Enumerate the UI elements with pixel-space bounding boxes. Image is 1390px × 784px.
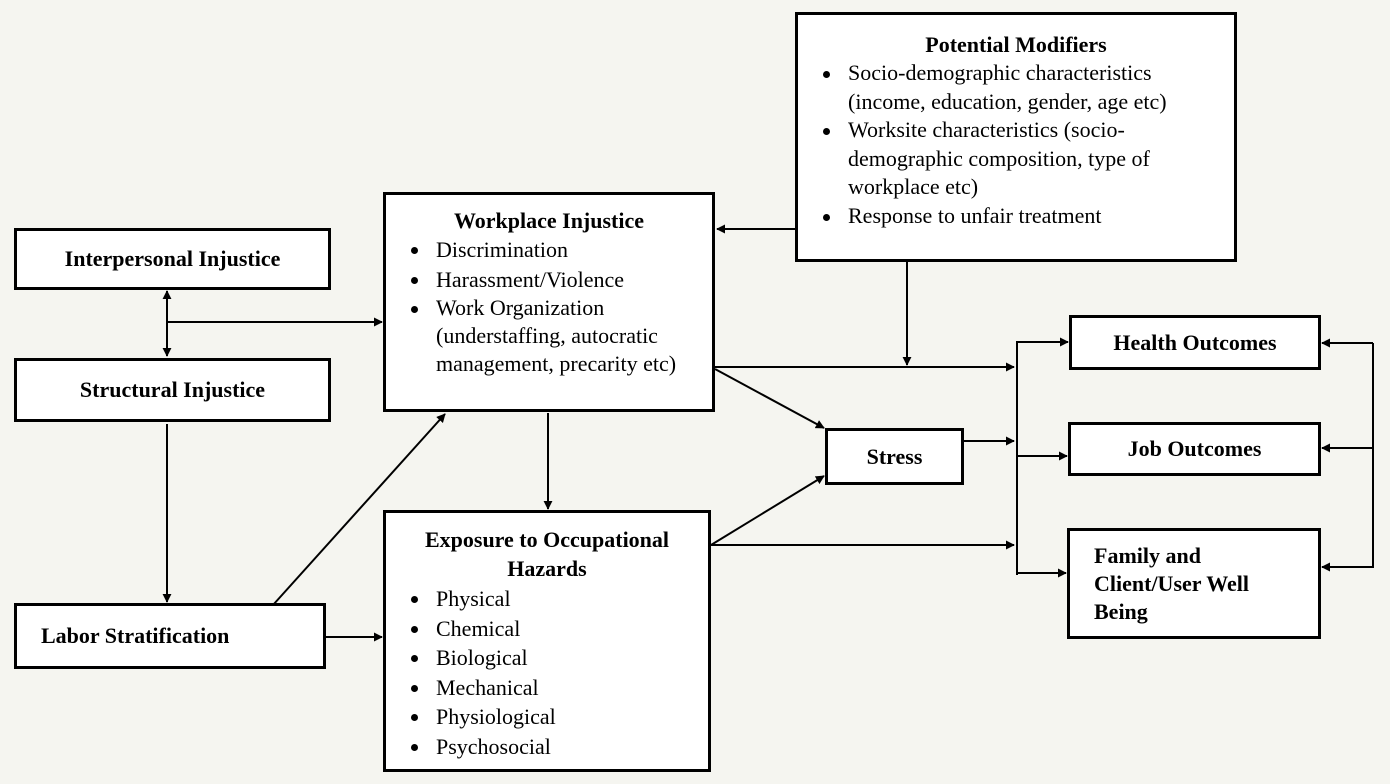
exposure-hazards-title: Exposure to Occupational Hazards xyxy=(424,527,670,581)
potential-modifiers-box: Potential Modifiers Socio-demographic ch… xyxy=(795,12,1237,262)
workplace-injustice-title: Workplace Injustice xyxy=(453,208,645,233)
hazard-item: Chemical xyxy=(386,614,708,644)
workplace-injustice-box: Workplace Injustice Discrimination Haras… xyxy=(383,192,715,412)
modifier-item: Socio-demographic characteristics (incom… xyxy=(798,59,1194,116)
modifier-item: Response to unfair treatment xyxy=(798,202,1194,231)
stress-box: Stress xyxy=(825,428,964,485)
hazard-item: Psychosocial xyxy=(386,732,708,762)
structural-injustice-box: Structural Injustice xyxy=(14,358,331,422)
stress-label: Stress xyxy=(866,443,923,469)
potential-modifiers-title: Potential Modifiers xyxy=(925,32,1107,57)
family-wellbeing-label: Family and Client/User Well Being xyxy=(1094,542,1250,624)
interpersonal-injustice-label: Interpersonal Injustice xyxy=(64,246,281,271)
arrow-exposure-to-stress xyxy=(710,475,825,546)
family-wellbeing-box: Family and Client/User Well Being xyxy=(1067,528,1321,639)
health-outcomes-label: Health Outcomes xyxy=(1113,329,1277,355)
workplace-item: Work Organization (understaffing, autocr… xyxy=(386,294,686,378)
arrow-workplace-to-stress xyxy=(714,368,825,429)
workplace-item: Harassment/Violence xyxy=(386,265,686,295)
workplace-item: Discrimination xyxy=(386,235,686,265)
modifier-item: Worksite characteristics (socio-demograp… xyxy=(798,116,1194,202)
hazard-item: Biological xyxy=(386,643,708,673)
job-outcomes-label: Job Outcomes xyxy=(1127,436,1262,461)
hazard-item: Physiological xyxy=(386,702,708,732)
hazard-item: Mechanical xyxy=(386,673,708,703)
interpersonal-injustice-box: Interpersonal Injustice xyxy=(14,228,331,290)
health-outcomes-box: Health Outcomes xyxy=(1069,315,1321,370)
structural-injustice-label: Structural Injustice xyxy=(79,377,266,402)
job-outcomes-box: Job Outcomes xyxy=(1068,422,1321,476)
hazard-item: Physical xyxy=(386,584,708,614)
exposure-hazards-box: Exposure to Occupational Hazards Physica… xyxy=(383,510,711,772)
arrow-labor-to-workplace xyxy=(272,413,446,606)
labor-stratification-label: Labor Stratification xyxy=(41,623,230,648)
labor-stratification-box: Labor Stratification xyxy=(14,603,326,669)
